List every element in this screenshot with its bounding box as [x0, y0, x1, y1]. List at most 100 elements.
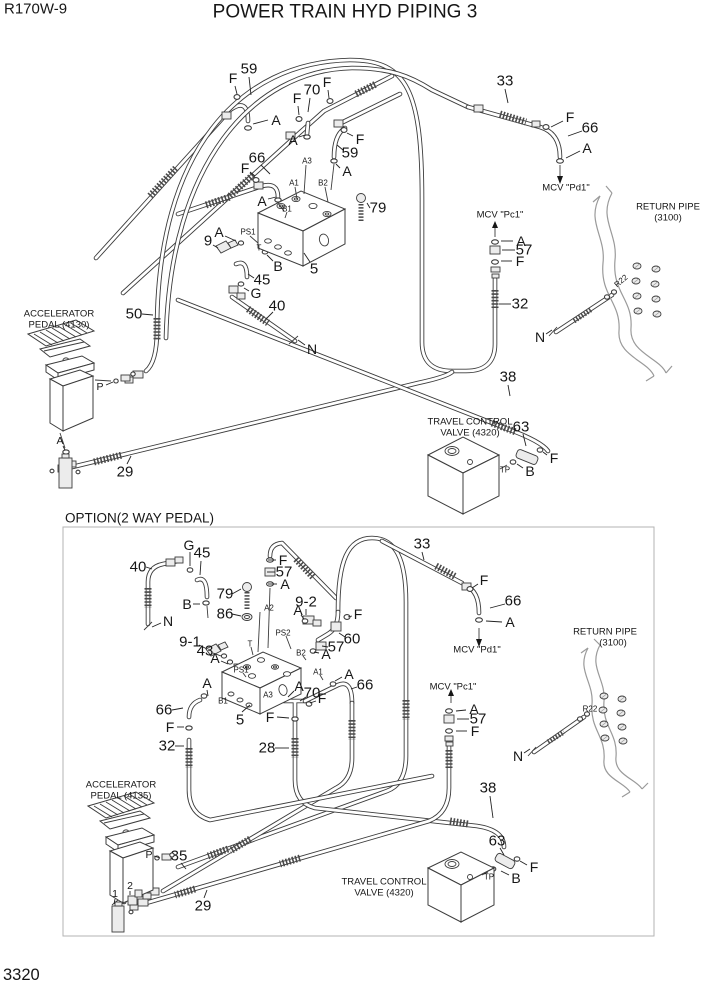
port-label: R22 — [583, 705, 598, 714]
component-label: PEDAL (4130) — [29, 320, 90, 331]
part-callout: 79 — [217, 586, 234, 603]
component-label: TRAVEL CONTROL — [428, 417, 513, 428]
fitting-callout: N — [513, 748, 523, 764]
part-callout: 29 — [117, 464, 134, 481]
arrows-and-ticks — [143, 587, 537, 876]
leader-line — [265, 311, 274, 320]
leader-line — [171, 707, 184, 711]
leader-line — [212, 652, 222, 657]
upper-diagram: 59FA70FFA59FA66FAA3B2A1B179PS1A9TB545G40… — [24, 57, 700, 515]
part-callout: 57 — [470, 711, 487, 728]
fitting-callout: F — [323, 74, 332, 90]
part-callout: 9-2 — [295, 594, 317, 611]
option-border — [62, 526, 655, 937]
fitting-callout: A — [342, 163, 352, 179]
part-callout: 59 — [241, 61, 258, 78]
leader-line — [298, 134, 306, 138]
valve-block-5 — [220, 651, 303, 715]
fitting-callout: G — [251, 285, 262, 301]
part-callout: 38 — [500, 369, 517, 386]
part-callout: 40 — [130, 559, 147, 576]
part-callout: 38 — [480, 780, 497, 797]
fitting-callout: A — [469, 701, 479, 717]
fitting-callout: A — [321, 646, 331, 662]
return-pipe — [592, 185, 673, 382]
leader-line — [199, 560, 202, 576]
fitting-callout: N — [307, 341, 317, 357]
fitting-callout: F — [516, 253, 525, 269]
pedal-fitting-1 — [111, 905, 125, 933]
bolt-79 — [242, 582, 252, 592]
page-number: 3320 — [3, 966, 40, 984]
fitting-callout: F — [279, 552, 288, 568]
fitting-callout: F — [241, 160, 250, 176]
fitting-63 — [494, 852, 516, 870]
port-label: A1 — [289, 179, 299, 188]
threaded-sections — [93, 80, 594, 466]
fitting-callout: A — [271, 112, 281, 128]
leader-line — [153, 855, 161, 859]
leader-line — [567, 130, 583, 137]
part-callout: 57 — [276, 564, 293, 581]
component-label: MCV "Pd1" — [542, 183, 589, 194]
part-callout: 60 — [344, 631, 361, 648]
o-rings — [121, 557, 591, 905]
leader-line — [231, 613, 242, 617]
leader-line — [299, 696, 307, 702]
part-callout: 5 — [236, 712, 244, 729]
leader-line — [545, 329, 553, 335]
fitting-callout: A — [257, 193, 267, 209]
part-callout: 5 — [310, 261, 318, 278]
part-callout: 63 — [489, 833, 506, 850]
fitting-callout: A — [294, 678, 304, 694]
leader-line — [260, 164, 271, 175]
fitting-callout: A — [516, 233, 526, 249]
leader-line — [307, 97, 311, 113]
leader-line — [243, 287, 250, 292]
port-label: TP — [500, 466, 510, 475]
fittings — [129, 556, 516, 911]
fitting-callout: A — [288, 132, 298, 148]
leader-line — [297, 339, 306, 346]
leader-line — [489, 603, 506, 609]
leader-line — [455, 709, 467, 712]
leader-line — [516, 463, 524, 469]
part-callout: 28 — [259, 740, 276, 757]
part-callout: 45 — [254, 272, 271, 289]
fitting-callout: F — [471, 723, 480, 739]
port-label: PS1 — [240, 228, 256, 237]
part-callout: 66 — [357, 677, 374, 694]
port-label: PS2 — [275, 629, 291, 638]
part-callout: 66 — [582, 120, 599, 137]
fitting-callout: F — [354, 606, 363, 622]
hoses-and-pipes — [143, 535, 587, 906]
leader-line — [321, 645, 329, 648]
component-label: (3100) — [599, 638, 626, 649]
leader-line — [507, 384, 511, 397]
leader-line — [234, 85, 238, 95]
return-pipe — [580, 638, 649, 798]
leader-line — [471, 583, 479, 589]
part-callout: 9 — [204, 233, 212, 250]
part-callout: 9-1 — [179, 634, 201, 651]
fitting-callout: 2 — [127, 880, 133, 892]
leader-line — [249, 171, 256, 177]
part-callout: 35 — [171, 848, 188, 865]
fitting-callout: B — [511, 870, 520, 886]
part-callout: 66 — [505, 593, 522, 610]
travel-control-valve — [426, 436, 501, 515]
leader-line — [252, 119, 269, 125]
leader-line — [338, 632, 346, 638]
hose-33 — [465, 104, 563, 160]
leader-line — [287, 690, 295, 698]
fitting-callout: A — [56, 435, 63, 447]
page-title: POWER TRAIN HYD PIPING 3 — [213, 2, 478, 23]
bolt-79 — [356, 193, 366, 203]
fitting-callout: A — [202, 675, 212, 691]
leader-line — [267, 196, 277, 200]
leader-line — [180, 862, 187, 870]
part-callout: 33 — [414, 536, 431, 553]
component-label: PEDAL (4135) — [91, 791, 152, 802]
